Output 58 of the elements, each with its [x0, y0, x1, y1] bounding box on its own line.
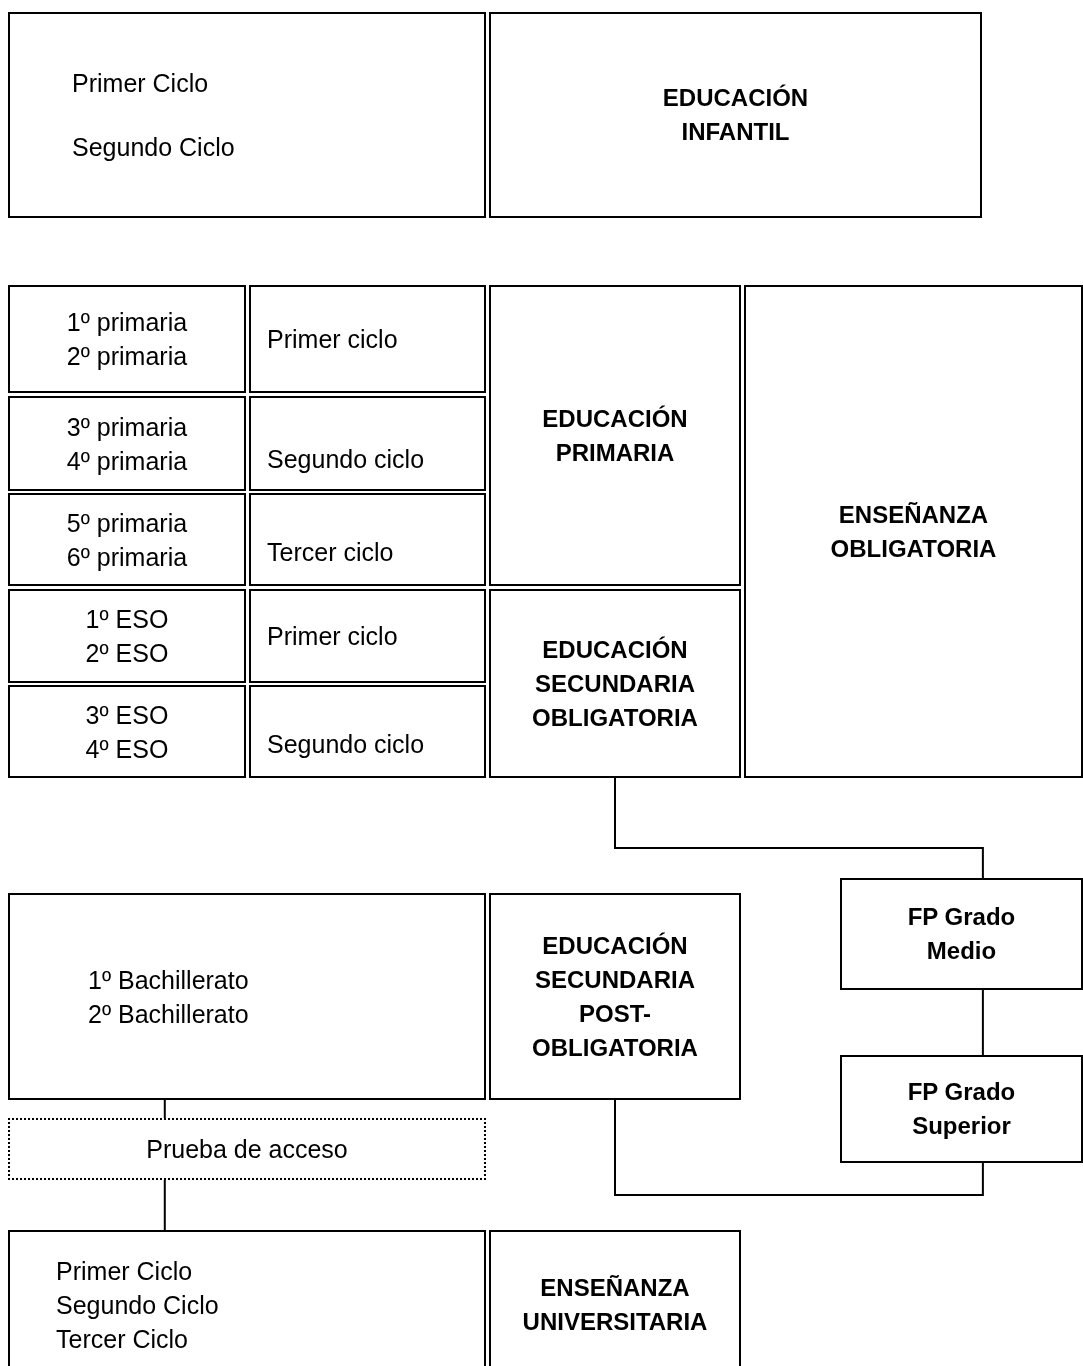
connector-line	[614, 777, 984, 879]
table-cell	[8, 685, 246, 778]
stage-box	[489, 589, 741, 778]
label-text: 5º primaria	[65, 507, 189, 539]
label-text: 4º ESO	[84, 733, 170, 765]
stage-title: EDUCACIÓN INFANTIL	[661, 83, 810, 147]
stage-box	[489, 1230, 741, 1366]
label-text: 3º primaria	[65, 411, 189, 443]
stage-title: ENSEÑANZA UNIVERSITARIA	[521, 1273, 709, 1337]
label-text: 2º Bachillerato	[88, 998, 250, 1030]
label-text: 2º ESO	[84, 638, 170, 669]
label-text: Segundo ciclo	[267, 443, 426, 475]
label-text: 1º primaria	[65, 307, 189, 338]
stage-title: EDUCACIÓN SECUNDARIA OBLIGATORIA	[531, 634, 699, 733]
label-text: 1º ESO	[84, 604, 170, 635]
label-text: Primer Ciclo	[72, 68, 210, 99]
stage-box	[8, 12, 486, 218]
table-cell	[8, 396, 246, 491]
stage-title: FP Grado Medio	[906, 902, 1017, 966]
connector-line	[614, 1099, 984, 1196]
label-text: 1º Bachillerato	[88, 964, 250, 996]
pathway-box	[840, 1055, 1083, 1163]
label-text: Segundo ciclo	[267, 728, 426, 760]
table-cell	[249, 493, 486, 586]
label-text: Primer ciclo	[267, 324, 399, 355]
stage-box	[8, 1230, 486, 1366]
stage-box	[489, 893, 741, 1100]
exam-box	[8, 1118, 486, 1180]
table-cell	[249, 589, 486, 683]
stage-box	[744, 285, 1083, 778]
stage-title: EDUCACIÓN PRIMARIA	[541, 403, 689, 468]
stage-title: FP Grado Superior	[906, 1077, 1017, 1141]
label-text: Primer Ciclo	[56, 1256, 194, 1287]
label-text: Segundo Ciclo	[56, 1290, 220, 1321]
label-text: 6º primaria	[65, 541, 189, 573]
label-text: Tercer Ciclo	[56, 1324, 189, 1355]
stage-title: ENSEÑANZA OBLIGATORIA	[829, 499, 998, 564]
stage-box	[489, 285, 741, 586]
label-text: Tercer ciclo	[267, 536, 395, 568]
table-cell	[8, 285, 246, 393]
stage-box	[8, 893, 486, 1100]
label-text: Segundo Ciclo	[72, 132, 236, 163]
table-cell	[8, 589, 246, 683]
stage-box	[489, 12, 982, 218]
table-cell	[8, 493, 246, 586]
connector-line	[981, 989, 984, 1056]
connector-line	[163, 1179, 166, 1231]
connector-line	[163, 1099, 166, 1119]
label-text: Prueba de acceso	[145, 1134, 349, 1165]
label-text: 3º ESO	[84, 699, 170, 731]
pathway-box	[840, 878, 1083, 990]
table-cell	[249, 396, 486, 491]
label-text: 2º primaria	[65, 341, 189, 372]
table-cell	[249, 285, 486, 393]
stage-title: EDUCACIÓN SECUNDARIA POST-OBLIGATORIA	[531, 930, 699, 1063]
label-text: Primer ciclo	[267, 621, 399, 652]
table-cell	[249, 685, 486, 778]
label-text: 4º primaria	[65, 445, 189, 477]
